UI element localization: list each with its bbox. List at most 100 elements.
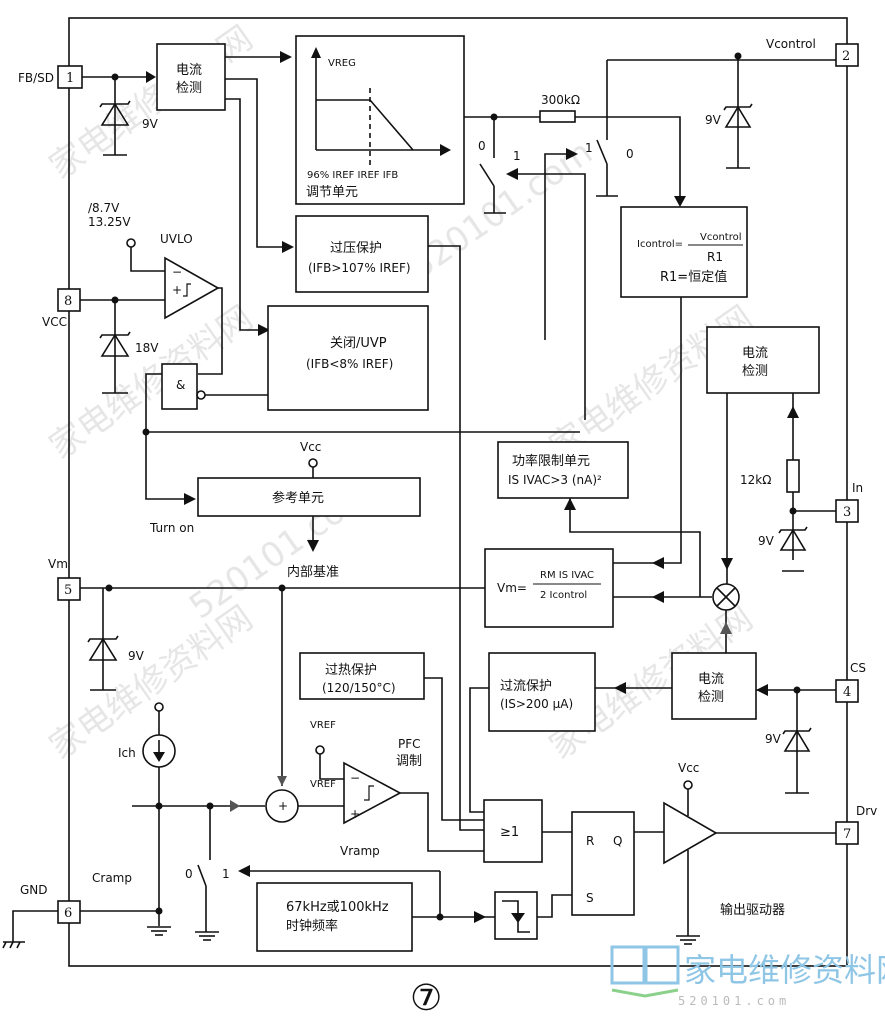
zener-in-label: 9V [758, 534, 775, 548]
block-label: 检测 [176, 81, 202, 96]
ocp-title: 过流保护 [500, 679, 552, 694]
pfc-vref-label: VREF [310, 720, 336, 731]
vm-formula-denominator: 2 Icontrol [540, 590, 587, 601]
logo-text: 家电维修资料网 [684, 951, 885, 989]
icontrol-lhs: Icontrol= [637, 239, 683, 250]
switch-3-on-label: 1 [222, 867, 230, 881]
arrow-icon [146, 71, 156, 83]
pfc-comparator [343, 761, 402, 825]
zener-cs-label: 9V [765, 732, 782, 746]
and-gate-label: & [176, 378, 185, 392]
zener-diode-icon [782, 690, 812, 794]
pin-5-label: Vm [48, 557, 68, 571]
otp-condition: (120/150°C) [322, 681, 396, 695]
ground-icon [195, 931, 219, 941]
book-logo-icon [610, 945, 646, 985]
pin-1-number: 1 [66, 71, 74, 86]
otp-title: 过热保护 [325, 663, 377, 678]
zener-vcc-label: 18V [135, 341, 159, 355]
svg-text:−: − [172, 265, 182, 279]
turn-on-label: Turn on [149, 521, 194, 535]
zener-diode-icon [99, 77, 131, 156]
icontrol-block [620, 206, 748, 298]
ovp-block [295, 215, 429, 293]
ovp-condition: (IFB>107% IREF) [308, 261, 411, 275]
current-detect-block-3 [671, 652, 757, 720]
otp-block [299, 652, 425, 700]
pin-2 [835, 43, 859, 67]
vm-formula-numerator: RM IS IVAC [540, 570, 594, 581]
internal-reference-label: 内部基准 [287, 564, 339, 580]
or-gate [483, 799, 543, 863]
latch-s-label: S [586, 891, 594, 905]
zener-diode-icon [99, 300, 131, 394]
pin-7-label: Drv [856, 804, 877, 818]
pin-8-label: VCC [42, 315, 67, 329]
reference-title: 参考单元 [272, 490, 324, 506]
vm-formula-lhs: Vm= [497, 581, 527, 595]
reference-vcc-label: Vcc [300, 440, 321, 454]
pin-2-label: Vcontrol [766, 37, 816, 51]
chassis-ground-icon [2, 941, 25, 949]
block-label: 检测 [698, 690, 724, 705]
ich-label: Ich [118, 746, 136, 760]
and-gate [161, 363, 198, 410]
clock-frequency: 67kHz或100kHz [286, 900, 389, 915]
uvlo-threshold-1: /8.7V [88, 201, 120, 215]
pin-6 [57, 900, 81, 924]
regulator-title: 调节单元 [306, 185, 358, 200]
block-label: 电流 [742, 346, 768, 361]
watermark-text: 家电维修资料网 [42, 298, 260, 467]
latch-r-label: R [586, 834, 594, 848]
terminal-icon [126, 238, 136, 248]
uvlo-comparator [164, 256, 220, 320]
pin-7 [835, 821, 859, 845]
ovp-title: 过压保护 [330, 241, 382, 256]
switch-2-off-label: 0 [626, 147, 634, 161]
power-limit-condition: IS IVAC>3 (nA)² [508, 473, 602, 487]
switch-1-on-label: 1 [513, 149, 521, 163]
output-driver-amp [663, 801, 718, 865]
svg-text:+: + [172, 283, 182, 297]
site-logo: 家电维修资料网 520101.com [610, 945, 885, 1008]
switch-2-on-label: 1 [585, 141, 593, 155]
zener-vm-label: 9V [128, 649, 145, 663]
pin-4 [835, 679, 859, 703]
block-label: 电流 [698, 672, 724, 687]
res-300k-label: 300kΩ [541, 93, 580, 107]
clock-block [256, 882, 413, 952]
res-12k-label: 12kΩ [740, 473, 771, 487]
pin-5 [57, 577, 81, 601]
pin-1-label: FB/SD [18, 71, 54, 85]
pin-3 [835, 499, 859, 523]
ground-icon [147, 926, 171, 936]
block-label: 电流 [176, 63, 202, 78]
terminal-icon [154, 702, 164, 712]
pin-3-label: In [852, 481, 863, 495]
zener-diode-icon [778, 526, 808, 572]
cramp-label: Cramp [92, 871, 132, 885]
icontrol-note: R1=恒定值 [660, 269, 727, 285]
pin-6-number: 6 [64, 906, 72, 921]
icontrol-denominator: R1 [707, 250, 723, 264]
latch-q-label: Q [613, 834, 622, 848]
terminal-icon [315, 745, 325, 755]
terminal-icon [308, 458, 318, 468]
switch-1-off-label: 0 [478, 139, 486, 153]
ocp-block [488, 652, 596, 732]
uvlo-label: UVLO [160, 232, 193, 246]
pin-6-label: GND [20, 883, 48, 897]
pin-8-number: 8 [64, 294, 72, 309]
resistor-12k-icon [786, 459, 800, 493]
pin-7-number: 7 [843, 827, 851, 842]
vramp-label: Vramp [340, 844, 380, 858]
power-limit-title: 功率限制单元 [512, 453, 590, 469]
power-limit-block [497, 441, 629, 499]
switch-3-off-label: 0 [185, 867, 193, 881]
pfc-subtitle: 调制 [396, 754, 422, 769]
switch-1-icon [479, 163, 495, 187]
pin-4-label: CS [850, 661, 866, 675]
pin-2-number: 2 [842, 49, 850, 64]
figure-number: ⑦ [410, 978, 442, 1019]
